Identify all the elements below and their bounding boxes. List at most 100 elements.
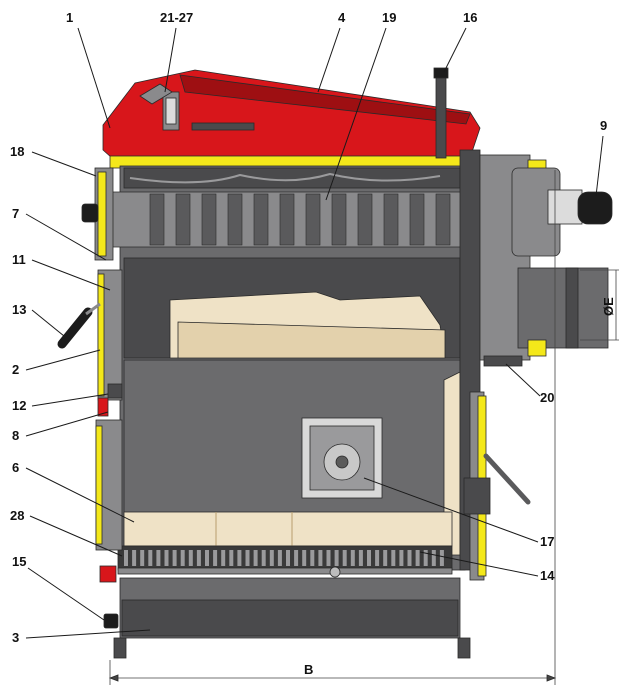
callout-label-21-27: 21-27 — [160, 10, 193, 25]
foot-right — [457, 637, 471, 659]
callout-label-16: 16 — [463, 10, 477, 25]
callout-leader-13 — [31, 309, 65, 337]
grate-bar — [350, 550, 355, 566]
rear-insulation-bottom — [527, 339, 547, 357]
grate-bar — [342, 550, 347, 566]
middle-door-yellow — [97, 273, 105, 397]
dim-b-label: B — [304, 662, 313, 677]
callout-label-1: 1 — [66, 10, 73, 25]
callout-label-18: 18 — [10, 144, 24, 159]
callout-leader-21-27 — [164, 27, 177, 93]
grate-bar — [286, 550, 290, 566]
grate-bar — [431, 550, 436, 566]
sensor-pipe-cap — [433, 67, 449, 79]
dim-b-arrow-right — [546, 674, 557, 682]
callout-label-4: 4 — [338, 10, 346, 25]
grate-bar — [367, 550, 371, 566]
turbulator-fins — [149, 193, 477, 246]
grate-bar — [318, 550, 323, 566]
callout-leader-2 — [25, 349, 101, 371]
control-display — [165, 97, 177, 125]
turbulator-fin — [253, 193, 269, 246]
grate-bars — [124, 550, 444, 566]
top-casing-shade — [179, 74, 471, 125]
grate-bar — [140, 550, 145, 566]
callout-leader-18 — [31, 151, 97, 177]
grate-bar — [237, 550, 242, 566]
callout-leader-15 — [27, 567, 105, 621]
thermometer-bracket — [483, 355, 523, 367]
flue-outlet — [517, 267, 609, 349]
grate-bar — [148, 550, 153, 566]
grate-rail — [117, 567, 453, 575]
grate-bar — [326, 550, 331, 566]
callout-leader-16 — [443, 27, 467, 73]
turbulator-fin — [175, 193, 191, 246]
lower-door-red-strip — [97, 397, 109, 417]
callout-label-7: 7 — [12, 206, 19, 221]
grate-bar — [277, 550, 282, 566]
grate-bar — [375, 550, 380, 566]
grate-bar — [423, 550, 428, 566]
inspection-port-core — [335, 455, 349, 469]
grate-bar — [221, 550, 226, 566]
grate-bar — [253, 550, 258, 566]
callout-leader-4 — [317, 27, 341, 93]
hinge-top — [107, 383, 123, 399]
grate-bar — [164, 550, 169, 566]
callout-label-13: 13 — [12, 302, 26, 317]
refractory-arch-shadow — [177, 321, 446, 359]
callout-leader-20 — [505, 363, 541, 397]
grate-bar — [124, 550, 128, 566]
grate-bar — [358, 550, 363, 566]
draft-regulator-body — [463, 477, 491, 515]
grate-bar — [213, 550, 218, 566]
fan-motor — [577, 191, 613, 225]
turbulator-fin — [201, 193, 217, 246]
grate-bar — [245, 550, 250, 566]
sensor-pipe — [435, 71, 447, 159]
draft-regulator-lever — [483, 453, 531, 505]
callout-leader-6 — [25, 467, 135, 523]
grate-bar — [229, 550, 234, 566]
door-knob — [81, 203, 99, 223]
grate-bar — [399, 550, 404, 566]
callout-label-9: 9 — [600, 118, 607, 133]
door-handle — [57, 307, 93, 349]
red-accent-lower — [99, 565, 117, 583]
grate-bar — [407, 550, 412, 566]
callout-leader-11 — [31, 259, 111, 291]
door-handle-arm — [85, 302, 101, 316]
grate-bar — [439, 550, 444, 566]
callout-label-19: 19 — [382, 10, 396, 25]
grate-bar — [196, 550, 201, 566]
callout-label-14: 14 — [540, 568, 555, 583]
turbulator-fin — [227, 193, 243, 246]
control-knob — [139, 83, 173, 105]
grate-bar — [180, 550, 185, 566]
foot-left — [113, 637, 127, 659]
grate-bar — [172, 550, 177, 566]
dim-e-label: ØE — [601, 297, 616, 316]
callout-label-17: 17 — [540, 534, 554, 549]
grate-bar — [156, 550, 161, 566]
turbulator-fin — [279, 193, 295, 246]
callout-label-6: 6 — [12, 460, 19, 475]
callout-leader-7 — [25, 213, 107, 261]
turbulator-fin — [149, 193, 165, 246]
fan-motor-mount — [547, 189, 583, 225]
floor-refractory — [123, 511, 453, 547]
callout-leader-17 — [363, 477, 539, 543]
ash-drawer — [121, 599, 459, 637]
turbulator-fin — [409, 193, 425, 246]
callout-leader-14 — [419, 551, 539, 577]
grate-bar — [415, 550, 420, 566]
callout-leader-8 — [25, 411, 109, 437]
callout-label-20: 20 — [540, 390, 554, 405]
turbulator-fin — [357, 193, 373, 246]
grate-bar — [205, 550, 209, 566]
grate-shaker-pivot — [329, 566, 341, 578]
callout-leader-12 — [31, 393, 109, 407]
